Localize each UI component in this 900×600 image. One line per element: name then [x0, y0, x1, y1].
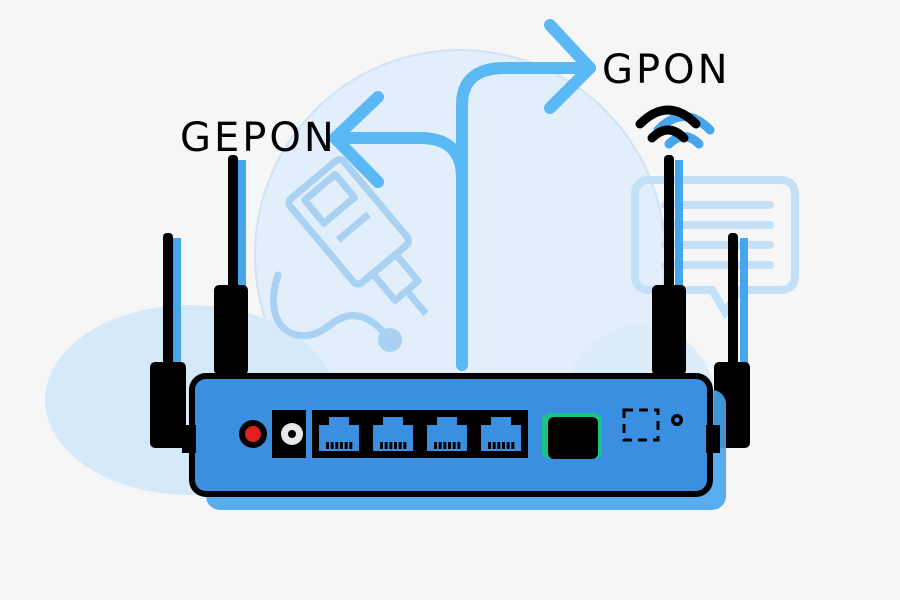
antenna-back-right — [652, 155, 686, 375]
dc-jack — [272, 410, 306, 458]
antenna-back-left — [214, 155, 248, 375]
antenna-outer-left — [150, 233, 186, 448]
wifi-icon — [635, 105, 715, 149]
lan-ports — [312, 410, 528, 458]
lan-port — [366, 410, 420, 458]
ethernet-plug-icon — [285, 156, 429, 316]
power-button — [239, 420, 267, 448]
status-light — [542, 413, 602, 459]
cable-line — [270, 271, 394, 344]
gpon-label: GPON — [602, 47, 731, 93]
lan-port — [312, 410, 366, 458]
router-icon — [182, 373, 726, 510]
fork-arrow-icon — [329, 19, 596, 371]
gepon-label: GEPON — [180, 115, 337, 161]
cable-end — [378, 328, 402, 352]
reset-slot — [622, 408, 660, 442]
lan-port — [420, 410, 474, 458]
lan-port — [474, 410, 528, 458]
